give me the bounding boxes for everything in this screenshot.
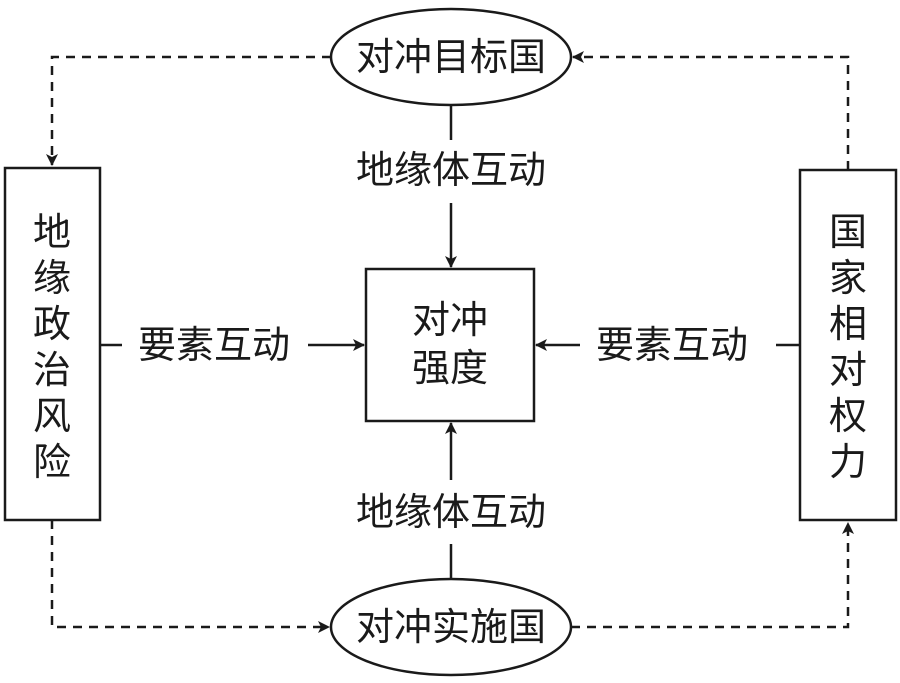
right-interaction-label: 要素互动 bbox=[596, 323, 748, 367]
right-interaction-edge: 要素互动 bbox=[535, 323, 800, 367]
relative-power-char: 相 bbox=[829, 302, 867, 346]
relative-power-char: 力 bbox=[829, 440, 867, 484]
relative-power-char: 权 bbox=[829, 394, 867, 438]
relative-power-node: 国 家 相 对 权 力 bbox=[798, 168, 898, 522]
implementing-country-label: 对冲实施国 bbox=[356, 605, 546, 649]
target-country-node: 对冲目标国 bbox=[329, 7, 573, 107]
bottom-interaction-label: 地缘体互动 bbox=[356, 490, 546, 534]
geopolitical-risk-char: 治 bbox=[33, 348, 71, 392]
relative-power-char: 国 bbox=[829, 210, 867, 254]
dashed-arrow-power-to-target bbox=[572, 51, 850, 170]
hedging-intensity-box bbox=[364, 267, 536, 423]
geopolitical-risk-char: 政 bbox=[33, 302, 71, 346]
top-interaction-label: 地缘体互动 bbox=[356, 148, 546, 192]
left-interaction-label: 要素互动 bbox=[138, 323, 290, 367]
hedging-intensity-line2: 强度 bbox=[412, 346, 488, 390]
geopolitical-risk-node: 地 缘 政 治 风 险 bbox=[3, 166, 102, 522]
relative-power-char: 对 bbox=[829, 348, 867, 392]
implementing-country-node: 对冲实施国 bbox=[329, 577, 573, 677]
dashed-arrow-implementer-to-power bbox=[571, 522, 854, 629]
target-country-label: 对冲目标国 bbox=[356, 35, 546, 79]
geopolitical-risk-char: 缘 bbox=[33, 256, 71, 300]
geopolitical-risk-char: 险 bbox=[33, 440, 71, 484]
top-interaction-edge: 地缘体互动 bbox=[356, 106, 546, 268]
geopolitical-risk-char: 地 bbox=[33, 210, 71, 254]
geopolitical-risk-char: 风 bbox=[33, 394, 71, 438]
bottom-interaction-edge: 地缘体互动 bbox=[356, 422, 546, 578]
dashed-arrow-risk-to-implementer bbox=[50, 520, 330, 633]
hedging-intensity-line1: 对冲 bbox=[412, 298, 488, 342]
left-interaction-edge: 要素互动 bbox=[100, 323, 365, 367]
hedging-intensity-node: 对冲 强度 bbox=[364, 267, 536, 423]
dashed-arrow-target-to-risk bbox=[46, 55, 331, 166]
relative-power-char: 家 bbox=[829, 256, 867, 300]
